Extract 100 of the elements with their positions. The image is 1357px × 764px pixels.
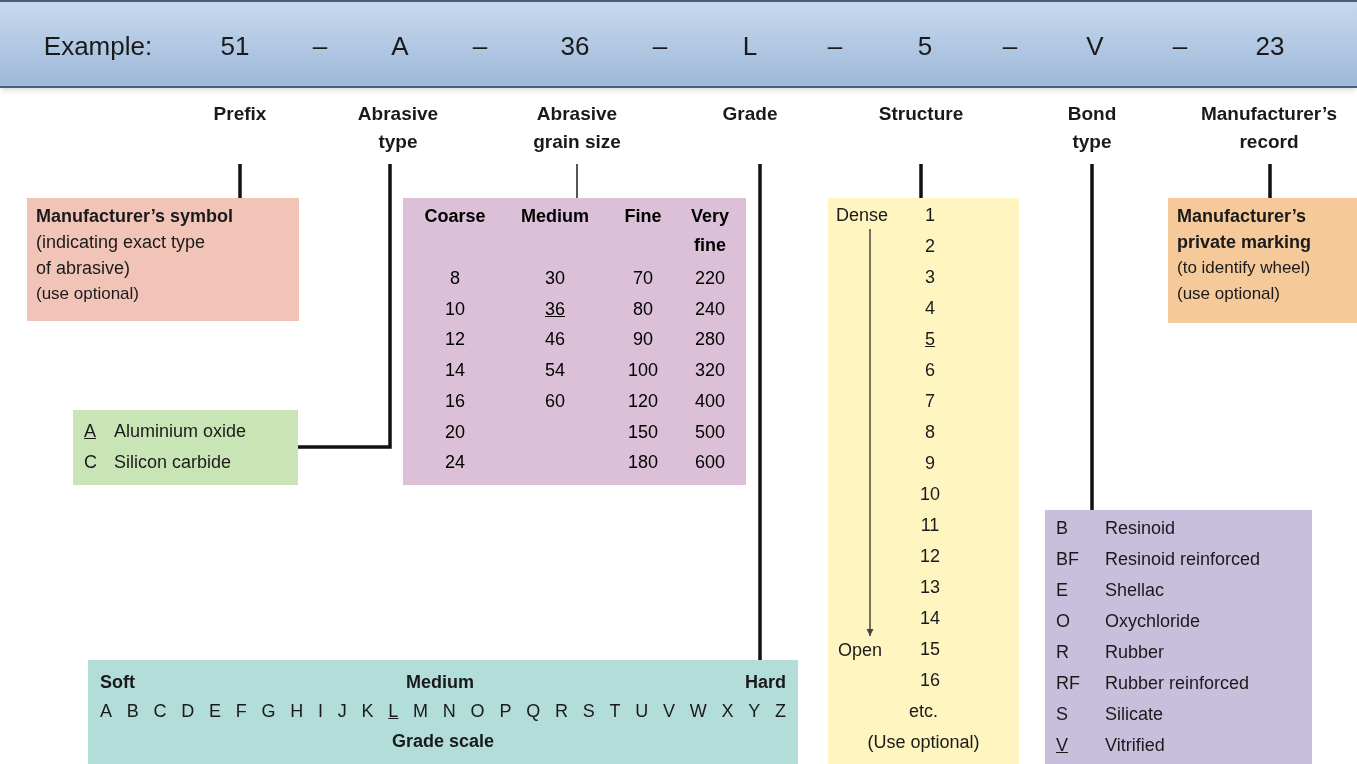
structure-number: 16	[919, 669, 941, 692]
field-heading: Bond type	[1066, 102, 1118, 154]
grit-number: 100	[626, 359, 659, 383]
code-value: A	[390, 30, 410, 63]
private-marking-box	[1168, 198, 1357, 323]
code-value: L	[741, 30, 759, 63]
grit-number: 280	[693, 328, 726, 352]
code-value: 5	[916, 30, 934, 63]
separator-dash: –	[1171, 30, 1189, 63]
grit-number: 150	[626, 420, 659, 444]
field-heading: Abrasive grain size	[532, 102, 622, 154]
leader-line	[298, 164, 392, 449]
box-heading: Manufacturer’s private marking	[1177, 205, 1313, 254]
grit-number: 90	[632, 328, 654, 352]
grit-number: 220	[693, 267, 726, 290]
field-heading: Abrasive type	[356, 102, 440, 154]
column-heading: Coarse	[423, 205, 487, 228]
separator-dash: –	[471, 30, 489, 63]
box-note: (to identify wheel)	[1177, 257, 1312, 279]
bond-code: B	[1056, 517, 1069, 540]
structure-number: 8	[924, 421, 936, 444]
grit-number: 70	[632, 267, 654, 290]
structure-box	[828, 198, 1019, 764]
grit-number: 54	[544, 359, 566, 383]
leader-line	[758, 164, 762, 660]
abrasive-type-box	[73, 410, 298, 485]
bond-code: R	[1056, 641, 1070, 664]
grade-scale-box	[88, 660, 798, 764]
grit-number: 8	[449, 267, 461, 290]
code-value: 51	[219, 30, 251, 63]
scale-end-label: Soft	[100, 671, 135, 694]
arrow	[866, 228, 874, 637]
leader-line	[576, 163, 578, 199]
grain-size-table	[403, 198, 746, 485]
bond-type-box	[1045, 510, 1312, 764]
scale-mid-label: Medium	[406, 671, 474, 694]
grit-number: 30	[544, 267, 566, 290]
separator-dash: –	[651, 30, 669, 63]
structure-number: 5	[924, 328, 936, 351]
column-heading: Fine	[623, 205, 663, 228]
box-note: (use optional)	[1177, 283, 1281, 305]
box-heading: Manufacturer’s symbol	[36, 205, 235, 228]
scale-end-label: Hard	[745, 671, 786, 694]
grit-number: 10	[444, 297, 466, 321]
leader-line	[919, 164, 923, 198]
type-code: A	[84, 420, 97, 443]
leader-line	[238, 164, 242, 198]
structure-number: 7	[924, 390, 936, 413]
scale-caption: Grade scale	[390, 730, 496, 753]
structure-end-label: Dense	[836, 204, 890, 227]
structure-number: 13	[919, 576, 941, 599]
grit-number: 400	[693, 389, 726, 413]
bond-code: BF	[1056, 548, 1080, 571]
grit-number: 60	[544, 389, 566, 413]
grit-number: 20	[444, 420, 466, 444]
bond-name: Rubber	[1105, 641, 1165, 664]
bond-code: S	[1056, 703, 1069, 726]
grit-number: 14	[444, 359, 466, 383]
grit-number: 320	[693, 359, 726, 383]
field-heading: Prefix	[212, 102, 268, 126]
grit-number: 36	[544, 297, 566, 321]
code-value: V	[1085, 30, 1105, 63]
bond-name: Rubber reinforced	[1105, 672, 1250, 695]
type-name: Silicon carbide	[114, 451, 232, 474]
grit-number: 240	[693, 297, 726, 321]
bond-name: Silicate	[1105, 703, 1164, 726]
structure-number: 2	[924, 235, 936, 258]
structure-number: 15	[919, 638, 941, 661]
bond-name: Resinoid	[1105, 517, 1176, 540]
code-value: 23	[1254, 30, 1286, 63]
box-note: (use optional)	[36, 283, 140, 305]
bond-code: O	[1056, 610, 1071, 633]
bond-name: Shellac	[1105, 579, 1165, 602]
bond-code: RF	[1056, 672, 1081, 695]
type-name: Aluminium oxide	[114, 420, 247, 443]
structure-number: 9	[924, 452, 936, 475]
bond-code: V	[1056, 734, 1069, 757]
bond-code: E	[1056, 579, 1069, 602]
code-value: 36	[559, 30, 591, 63]
grit-number: 16	[444, 389, 466, 413]
box-note: (indicating exact type of abrasive)	[36, 231, 207, 280]
structure-number: 1	[924, 204, 936, 227]
bond-name: Resinoid reinforced	[1105, 548, 1261, 571]
bond-name: Oxychloride	[1105, 610, 1201, 633]
separator-dash: –	[1001, 30, 1019, 63]
example-label: Example:	[42, 30, 154, 63]
separator-dash: –	[311, 30, 329, 63]
structure-end-label: Open	[838, 639, 884, 662]
structure-number: 14	[919, 607, 941, 630]
field-heading: Structure	[877, 102, 965, 126]
grit-number: 120	[626, 389, 659, 413]
grit-number: 12	[444, 328, 466, 352]
symbol-box	[27, 198, 299, 321]
structure-number: 11	[919, 514, 941, 537]
grit-number: 180	[626, 451, 659, 475]
grit-number: 600	[693, 451, 726, 475]
structure-number: 10	[919, 483, 941, 506]
structure-number: 3	[924, 266, 936, 289]
grit-number: 80	[632, 297, 654, 321]
structure-note: etc.	[908, 700, 939, 723]
